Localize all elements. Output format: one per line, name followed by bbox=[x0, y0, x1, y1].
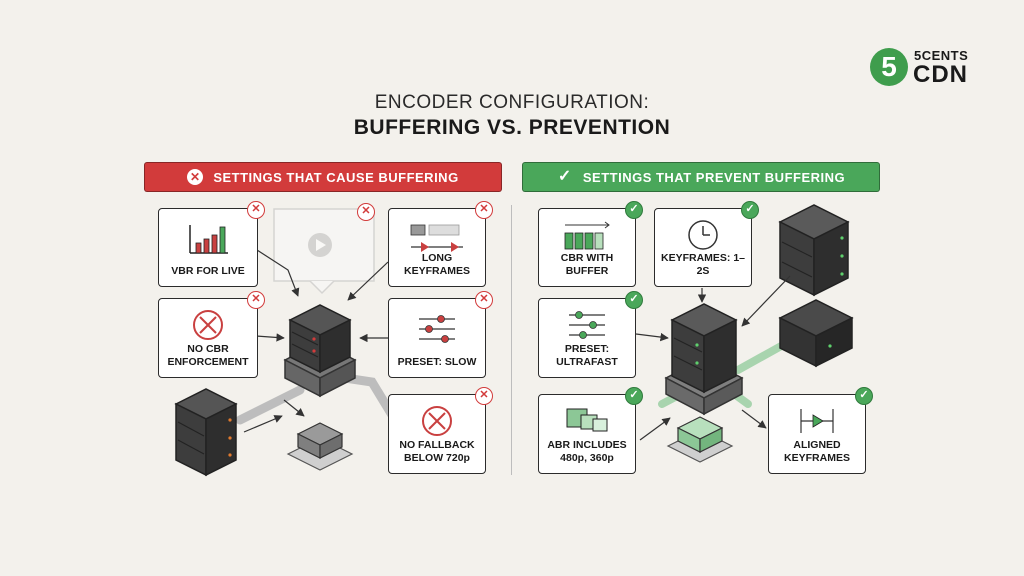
x-badge-icon: ✕ bbox=[357, 203, 375, 221]
left-small-device bbox=[286, 422, 354, 471]
card-label: NO CBR ENFORCEMENT bbox=[167, 343, 249, 368]
sliders-icon bbox=[419, 315, 455, 343]
brand-logo: 5 5CENTS CDN bbox=[870, 46, 990, 90]
x-badge-icon: ✕ bbox=[247, 291, 265, 309]
check-badge-icon: ✓ bbox=[855, 387, 873, 405]
right-small-device bbox=[666, 416, 734, 463]
x-badge-icon: ✕ bbox=[475, 387, 493, 405]
left-server-stack bbox=[174, 388, 238, 477]
x-badge-icon: ✕ bbox=[475, 291, 493, 309]
check-badge-icon: ✓ bbox=[625, 387, 643, 405]
cause-buffering-banner: ✕ SETTINGS THAT CAUSE BUFFERING bbox=[144, 162, 502, 192]
section-divider bbox=[511, 205, 512, 475]
x-badge-icon: ✕ bbox=[475, 201, 493, 219]
card-label: NO FALLBACK BELOW 720p bbox=[399, 439, 475, 464]
logo-text-bottom: CDN bbox=[913, 61, 968, 88]
cause-buffering-label: SETTINGS THAT CAUSE BUFFERING bbox=[213, 169, 459, 185]
clock-icon bbox=[688, 220, 718, 250]
left-arrows bbox=[243, 249, 389, 433]
x-badge-icon: ✕ bbox=[247, 201, 265, 219]
timeline-keyframes-icon bbox=[410, 224, 463, 252]
card-no-fallback: NO FALLBACK BELOW 720p ✕ bbox=[388, 387, 493, 474]
card-label: ALIGNED KEYFRAMES bbox=[784, 439, 850, 464]
right-server-stack bbox=[778, 204, 850, 297]
logo-mark: 5 bbox=[870, 48, 908, 86]
card-label: VBR FOR LIVE bbox=[171, 265, 245, 277]
card-label: PRESET: ULTRAFAST bbox=[556, 343, 618, 368]
logo-text-top: 5CENTS bbox=[914, 48, 969, 63]
bar-chart-icon bbox=[189, 225, 228, 254]
right-dark-box bbox=[778, 299, 854, 368]
card-aligned-keyframes: ALIGNED KEYFRAMES ✓ bbox=[768, 387, 873, 474]
buffer-blocks-icon bbox=[564, 221, 610, 250]
prohibited-icon bbox=[422, 406, 452, 436]
left-central-server bbox=[283, 304, 357, 398]
card-label: LONG KEYFRAMES bbox=[404, 252, 470, 277]
x-circle-icon: ✕ bbox=[187, 169, 204, 185]
page-title-line2: BUFFERING VS. PREVENTION bbox=[353, 116, 671, 139]
renditions-icon bbox=[566, 408, 608, 432]
prevent-buffering-banner: ✓ SETTINGS THAT PREVENT BUFFERING bbox=[522, 162, 880, 192]
card-long-keyframes: LONG KEYFRAMES ✕ bbox=[388, 201, 493, 287]
aligned-keyframes-icon bbox=[800, 409, 834, 433]
prohibited-icon bbox=[193, 310, 223, 340]
card-label: PRESET: SLOW bbox=[397, 356, 477, 368]
right-central-server bbox=[664, 303, 744, 416]
card-keyframes-1-2s: KEYFRAMES: 1–2S ✓ bbox=[654, 201, 759, 287]
card-preset-ultrafast: PRESET: ULTRAFAST ✓ bbox=[538, 291, 643, 378]
card-label: KEYFRAMES: 1–2S bbox=[660, 252, 745, 277]
sliders-icon bbox=[569, 311, 605, 339]
check-badge-icon: ✓ bbox=[625, 201, 643, 219]
check-badge-icon: ✓ bbox=[625, 291, 643, 309]
card-preset-slow: PRESET: SLOW ✕ bbox=[388, 291, 493, 378]
right-arrows bbox=[635, 275, 791, 441]
page-title-line1: ENCODER CONFIGURATION: bbox=[374, 92, 650, 113]
card-cbr-with-buffer: CBR WITH BUFFER ✓ bbox=[538, 201, 643, 287]
prevent-buffering-label: SETTINGS THAT PREVENT BUFFERING bbox=[582, 169, 846, 185]
card-no-cbr-enforcement: NO CBR ENFORCEMENT ✕ bbox=[158, 291, 265, 378]
card-vbr-for-live: VBR FOR LIVE ✕ bbox=[158, 201, 265, 287]
card-label: CBR WITH BUFFER bbox=[560, 252, 614, 277]
check-icon: ✓ bbox=[557, 168, 572, 185]
video-placeholder bbox=[273, 208, 375, 295]
check-badge-icon: ✓ bbox=[741, 201, 759, 219]
card-abr-renditions: ABR INCLUDES 480p, 360p ✓ bbox=[538, 387, 643, 474]
card-label: ABR INCLUDES 480p, 360p bbox=[547, 439, 627, 464]
